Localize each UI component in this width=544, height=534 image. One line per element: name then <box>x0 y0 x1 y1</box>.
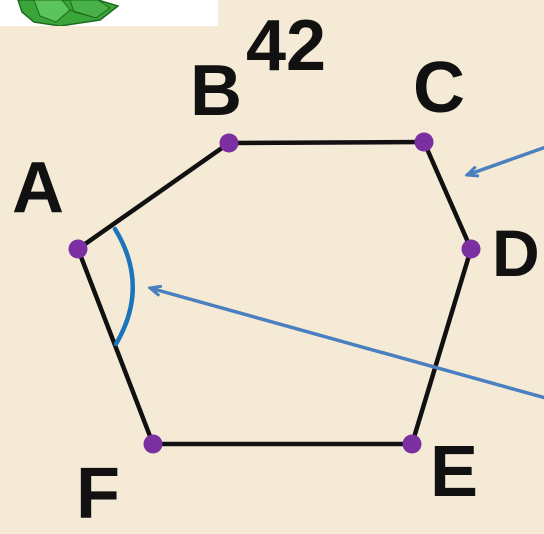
edge-cd <box>421 139 474 252</box>
vertex-label-c: C <box>413 48 465 128</box>
vertex-label-f: F <box>76 454 120 534</box>
vertex-dot-d <box>461 239 481 259</box>
vertex-dot-b <box>219 133 239 153</box>
vertex-dot-c <box>414 132 434 152</box>
thumbnail-image <box>0 0 218 27</box>
edge-fa <box>75 246 156 447</box>
pointer-arrow-to-edge-cd <box>467 145 544 175</box>
vertex-dot-e <box>402 434 422 454</box>
angle-arc-a <box>112 226 135 347</box>
edge-de <box>409 246 474 447</box>
pointer-arrow-to-angle-a <box>150 288 544 400</box>
edge-bc <box>226 139 427 146</box>
hexagon-edges <box>75 139 474 447</box>
vertex-label-b: B <box>190 51 242 131</box>
hexagon-diagram <box>68 132 544 454</box>
vertex-dot-a <box>68 239 88 259</box>
page-number: 42 <box>246 6 327 86</box>
vertex-label-a: A <box>12 148 64 228</box>
edge-ab <box>75 140 232 252</box>
vertex-label-e: E <box>430 432 479 512</box>
green-polyhedron-icon <box>17 0 120 27</box>
vertex-label-d: D <box>492 216 540 290</box>
vertex-dot-f <box>143 434 163 454</box>
